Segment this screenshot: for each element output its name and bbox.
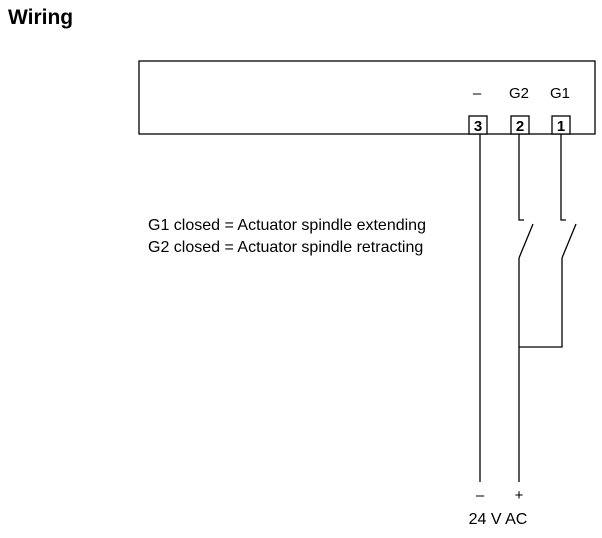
terminal-2: 2 — [510, 115, 530, 135]
terminal-number: 3 — [474, 118, 482, 135]
terminal-box — [510, 115, 530, 135]
note-g1: G1 closed = Actuator spindle extending — [148, 217, 426, 234]
supply-plus-label: + — [515, 487, 524, 504]
wire-terminal-1-top — [560, 134, 566, 221]
terminal-number: 1 — [557, 118, 565, 135]
terminal-box — [468, 115, 488, 135]
supply-voltage-label: 24 V AC — [469, 511, 528, 528]
terminal-label-g2: G2 — [509, 85, 529, 102]
terminal-1: 1 — [551, 115, 571, 135]
wire-g1-return — [519, 258, 563, 348]
device-housing — [138, 60, 596, 135]
supply-minus-label: – — [476, 487, 485, 504]
terminal-number: 2 — [516, 118, 524, 135]
terminal-label-g1: G1 — [550, 85, 570, 102]
terminal-label-minus: – — [473, 85, 482, 102]
switch-g2-contact — [518, 223, 534, 259]
note-g2: G2 closed = Actuator spindle retracting — [148, 239, 423, 256]
terminal-3: 3 — [468, 115, 488, 135]
switch-g1-contact — [561, 223, 577, 259]
section-title: Wiring — [8, 6, 74, 29]
wire-terminal-2-top — [518, 134, 524, 221]
